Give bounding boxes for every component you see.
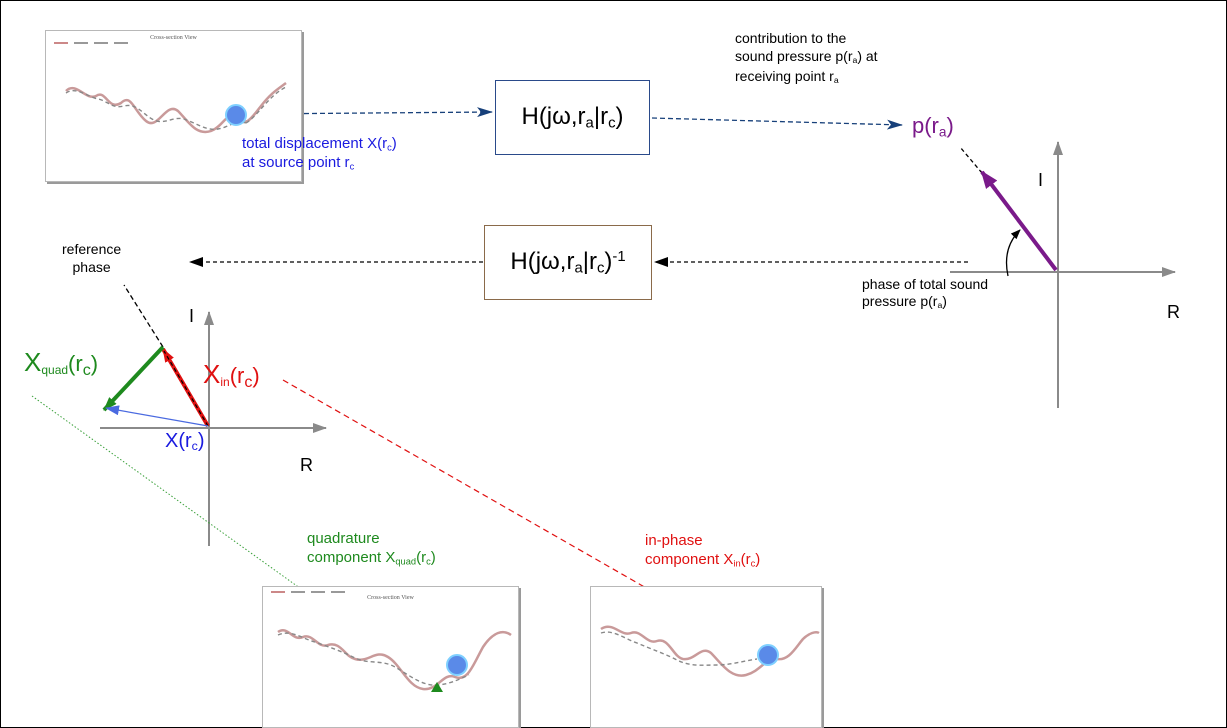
panel-title: Cross-section View xyxy=(150,35,197,41)
cross-section-plot xyxy=(65,81,287,134)
x-total-phasor xyxy=(105,405,209,427)
phase-total-label: phase of total sound pressure p(ra) xyxy=(862,276,989,310)
x-total-label: X(rc) xyxy=(165,430,205,454)
quadrature-component-label: quadrature component Xquad(rc) xyxy=(307,530,436,567)
contribution-label: contribution to the sound pressure p(ra)… xyxy=(735,30,878,85)
reference-phase-line xyxy=(123,284,164,348)
cross-section-panel-quadrature: Cross-section View xyxy=(262,586,519,728)
x-in-label: Xin(rc) xyxy=(203,359,260,392)
pressure-phasor-arrow xyxy=(980,170,1058,272)
reference-phase-label: reference phase xyxy=(62,241,122,276)
panel-legend xyxy=(271,590,345,593)
inphase-projection-line xyxy=(282,379,759,653)
cross-section-panel-inphase xyxy=(590,586,822,728)
pressure-phase-arc xyxy=(1005,229,1021,277)
pressure-phase-guide xyxy=(959,146,983,174)
right-axis-R-label: R xyxy=(1167,302,1180,322)
transfer-function-label: H(jω,ra|rc) xyxy=(521,103,624,132)
cross-section-plot xyxy=(600,625,820,677)
flow-arrow-transfer-to-pressure xyxy=(651,117,903,130)
pressure-label: p(ra) xyxy=(912,113,954,140)
x-quad-label: Xquad(rc) xyxy=(24,347,99,380)
inverse-transfer-function-label: H(jω,ra|rc)-1 xyxy=(510,248,626,277)
panel-legend xyxy=(54,41,128,44)
left-axis-I-label: I xyxy=(189,306,195,326)
transfer-function-box: H(jω,ra|rc) xyxy=(495,80,650,155)
cross-section-plot xyxy=(277,629,512,691)
inphase-component-label: in-phase component Xin(rc) xyxy=(645,532,761,569)
cross-section-panel-source: Cross-section View xyxy=(45,30,302,182)
x-in-phasor-overlay xyxy=(163,350,209,427)
right-axis-I-label: I xyxy=(1038,170,1044,190)
panel-title: Cross-section View xyxy=(367,595,414,601)
left-axis-R-label: R xyxy=(300,455,313,475)
x-quad-phasor xyxy=(102,345,165,412)
total-displacement-label: total displacement X(rc) at source point… xyxy=(242,135,397,172)
inverse-transfer-function-box: H(jω,ra|rc)-1 xyxy=(484,225,652,300)
